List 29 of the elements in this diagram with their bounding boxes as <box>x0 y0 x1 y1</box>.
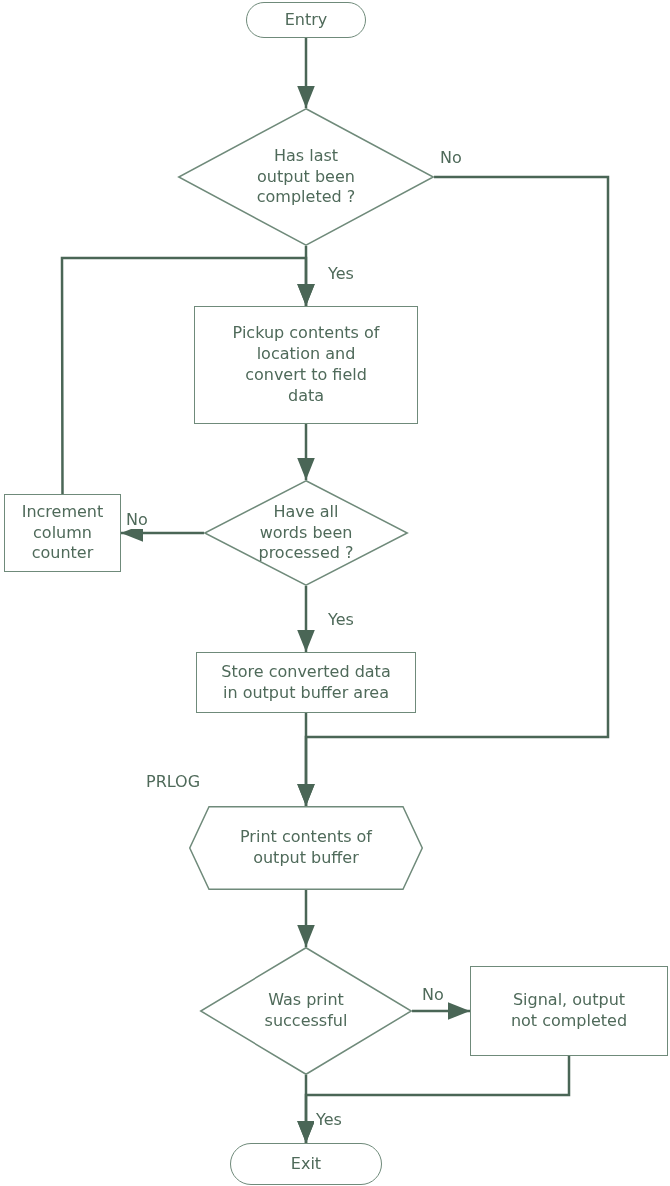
flow-arrow <box>412 1002 470 1020</box>
flow-arrow <box>60 256 315 494</box>
flow-arrow <box>297 1056 571 1143</box>
edge-label: No <box>124 510 150 529</box>
hexagon-box <box>189 806 423 890</box>
flow-arrow <box>297 38 315 108</box>
decision-diamond <box>200 947 412 1075</box>
terminal-box <box>246 2 366 38</box>
node-label: Entry <box>284 9 328 31</box>
node-label: Has last output been completed ? <box>255 145 357 209</box>
node-label: Store converted data in output buffer area <box>220 661 392 704</box>
node-label: Was print successful <box>263 990 349 1032</box>
process-box <box>196 652 416 713</box>
flow-arrow <box>297 713 315 806</box>
node-label: Exit <box>290 1153 322 1175</box>
process-box <box>194 306 418 424</box>
process-box <box>470 966 668 1056</box>
process-box <box>4 494 121 572</box>
flow-arrow <box>297 424 315 480</box>
node-label: Increment column counter <box>20 501 105 565</box>
terminal-box <box>230 1143 382 1185</box>
decision-diamond <box>204 480 408 586</box>
node-label: Signal, output not completed <box>509 990 629 1032</box>
flow-arrow <box>297 890 315 947</box>
node-label: Have all words been processed ? <box>257 501 355 565</box>
flow-arrow <box>297 586 315 652</box>
decision-diamond <box>178 108 434 246</box>
node-label: Pickup contents of location and convert to field data <box>231 323 381 407</box>
node-label: Print contents of output buffer <box>239 827 373 869</box>
